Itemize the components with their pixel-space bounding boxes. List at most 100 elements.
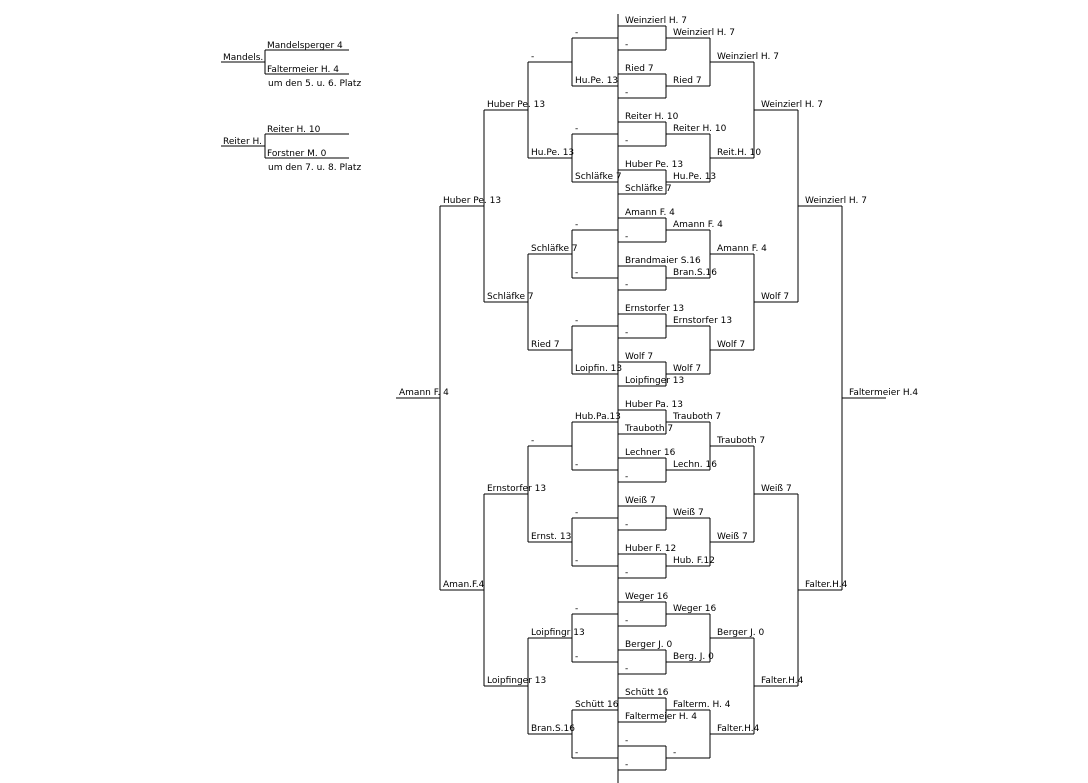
left-round-2-entry: Loipfingr 13 bbox=[531, 628, 585, 638]
right-round-3-entry: Trauboth 7 bbox=[716, 436, 765, 446]
left-round-2-entry: - bbox=[531, 436, 534, 446]
right-round-1-entry: - bbox=[625, 328, 628, 338]
right-round-4-entry: Wolf 7 bbox=[761, 292, 789, 302]
left-round-2-entry: Bran.S.16 bbox=[531, 724, 575, 734]
right-round-1-entry: - bbox=[625, 520, 628, 530]
right-round-1-entry: Weiß 7 bbox=[625, 496, 656, 506]
left-round-4-entry: Aman.F.4 bbox=[443, 580, 485, 590]
right-round-2-entry: Falterm. H. 4 bbox=[673, 700, 731, 710]
right-round-1-entry: Schütt 16 bbox=[625, 688, 669, 698]
left-round-1-entry: - bbox=[575, 124, 578, 134]
left-round-1-entry: - bbox=[575, 268, 578, 278]
right-round-2-entry: Ried 7 bbox=[673, 76, 702, 86]
right-round-2-entry: Berg. J. 0 bbox=[673, 652, 714, 662]
placement-matches: Mandels. Mandelsperger 4 Faltermeier H. … bbox=[221, 41, 361, 173]
right-round-3-entry: Berger J. 0 bbox=[717, 628, 764, 638]
placement-5-6-caption: um den 5. u. 6. Platz bbox=[268, 79, 361, 89]
right-round-3-entry: Falter.H.4 bbox=[717, 724, 760, 734]
left-round-2-entry: Hu.Pe. 13 bbox=[531, 148, 574, 158]
left-round-2-entry: Schläfke 7 bbox=[531, 244, 578, 254]
right-round-1-entry: Berger J. 0 bbox=[625, 640, 672, 650]
right-round-1-entry: Reiter H. 10 bbox=[625, 112, 679, 122]
right-round-1-entry: - bbox=[625, 736, 628, 746]
right-round-2-entry: Ernstorfer 13 bbox=[673, 316, 732, 326]
left-round-3-entry: Loipfinger 13 bbox=[487, 676, 546, 686]
left-round-1-entry: Hu.Pe. 13 bbox=[575, 76, 618, 86]
left-round-5-entry: Amann F. 4 bbox=[399, 388, 449, 398]
left-round-1-entry: - bbox=[575, 556, 578, 566]
right-round-1-entry: - bbox=[625, 88, 628, 98]
right-round-1-entry: Faltermeier H. 4 bbox=[625, 712, 697, 722]
left-round-4-entry: Huber Pe. 13 bbox=[443, 196, 501, 206]
right-round-2-entry: Hu.Pe. 13 bbox=[673, 172, 716, 182]
left-round-3-entry: Huber Pe. 13 bbox=[487, 100, 545, 110]
right-round-2-entry: Bran.S.16 bbox=[673, 268, 717, 278]
left-round-1-entry: - bbox=[575, 28, 578, 38]
right-round-2-entry: Reiter H. 10 bbox=[673, 124, 727, 134]
placement-7-8-winner: Reiter H. bbox=[223, 137, 262, 147]
left-round-1-entry: - bbox=[575, 748, 578, 758]
right-round-3-entry: Amann F. 4 bbox=[717, 244, 767, 254]
left-round-2-entry: - bbox=[531, 52, 534, 62]
right-round-6-entry: Faltermeier H.4 bbox=[849, 388, 918, 398]
right-round-1-entry: - bbox=[625, 472, 628, 482]
right-round-1-entry: Trauboth 7 bbox=[624, 424, 673, 434]
right-round-4-entry: Weiß 7 bbox=[761, 484, 792, 494]
right-round-1-entry: Huber Pe. 13 bbox=[625, 160, 683, 170]
right-round-2-entry: - bbox=[673, 748, 676, 758]
right-round-1-entry: Amann F. 4 bbox=[625, 208, 675, 218]
right-round-4-entry: Falter.H.4 bbox=[761, 676, 804, 686]
right-round-2-entry: Weinzierl H. 7 bbox=[673, 28, 735, 38]
right-round-1-entry: Ernstorfer 13 bbox=[625, 304, 684, 314]
right-round-1-entry: - bbox=[625, 616, 628, 626]
left-round-1-entry: Schläfke 7 bbox=[575, 172, 622, 182]
placement-7-8-player-b: Forstner M. 0 bbox=[267, 149, 327, 159]
right-round-4-entry: Weinzierl H. 7 bbox=[761, 100, 823, 110]
right-round-2-entry: Wolf 7 bbox=[673, 364, 701, 374]
left-round-1-entry: - bbox=[575, 460, 578, 470]
placement-7-8-player-a: Reiter H. 10 bbox=[267, 125, 321, 135]
placement-5-6-player-b: Faltermeier H. 4 bbox=[267, 65, 339, 75]
right-round-2-entry: Lechn. 16 bbox=[673, 460, 717, 470]
right-round-2-entry: Weger 16 bbox=[673, 604, 716, 614]
right-round-2-entry: Amann F. 4 bbox=[673, 220, 723, 230]
right-round-5-entry: Weinzierl H. 7 bbox=[805, 196, 867, 206]
right-round-1-entry: - bbox=[625, 232, 628, 242]
right-round-1-entry: Weinzierl H. 7 bbox=[625, 16, 687, 26]
left-round-1-entry: - bbox=[575, 316, 578, 326]
left-round-1-entry: - bbox=[575, 220, 578, 230]
right-round-2-entry: Weiß 7 bbox=[673, 508, 704, 518]
right-round-1-entry: - bbox=[625, 568, 628, 578]
right-round-1-entry: - bbox=[625, 664, 628, 674]
left-round-1-entry: Loipfin. 13 bbox=[575, 364, 622, 374]
left-round-2-entry: Ried 7 bbox=[531, 340, 560, 350]
right-round-3-entry: Reit.H. 10 bbox=[717, 148, 761, 158]
left-round-1-entry: Hub.Pa.13 bbox=[575, 412, 621, 422]
right-round-3-entry: Weiß 7 bbox=[717, 532, 748, 542]
right-round-1-entry: - bbox=[625, 760, 628, 770]
bracket-labels: Weinzierl H. 7 - Ried 7 - Reiter H. 10 - Huber… bbox=[399, 16, 918, 770]
placement-7-8-caption: um den 7. u. 8. Platz bbox=[268, 163, 361, 173]
right-round-3-entry: Weinzierl H. 7 bbox=[717, 52, 779, 62]
right-round-2-entry: Hub. F.12 bbox=[673, 556, 715, 566]
left-round-1-entry: Schütt 16 bbox=[575, 700, 619, 710]
right-round-3-entry: Wolf 7 bbox=[717, 340, 745, 350]
right-round-1-entry: - bbox=[625, 40, 628, 50]
right-round-1-entry: Huber F. 12 bbox=[625, 544, 676, 554]
right-round-1-entry: Ried 7 bbox=[625, 64, 654, 74]
right-round-1-entry: Schläfke 7 bbox=[625, 184, 672, 194]
left-round-1-entry: - bbox=[575, 652, 578, 662]
bracket-lines bbox=[396, 25, 886, 771]
left-round-3-entry: Schläfke 7 bbox=[487, 292, 534, 302]
left-round-3-entry: Ernstorfer 13 bbox=[487, 484, 546, 494]
right-round-1-entry: Brandmaier S.16 bbox=[625, 256, 701, 266]
right-round-1-entry: Loipfinger 13 bbox=[625, 376, 684, 386]
right-round-1-entry: Lechner 16 bbox=[625, 448, 676, 458]
right-round-1-entry: - bbox=[625, 280, 628, 290]
left-round-1-entry: - bbox=[575, 604, 578, 614]
right-round-1-entry: Weger 16 bbox=[625, 592, 668, 602]
right-round-1-entry: Wolf 7 bbox=[625, 352, 653, 362]
right-round-2-entry: Trauboth 7 bbox=[672, 412, 721, 422]
right-round-1-entry: Huber Pa. 13 bbox=[625, 400, 683, 410]
